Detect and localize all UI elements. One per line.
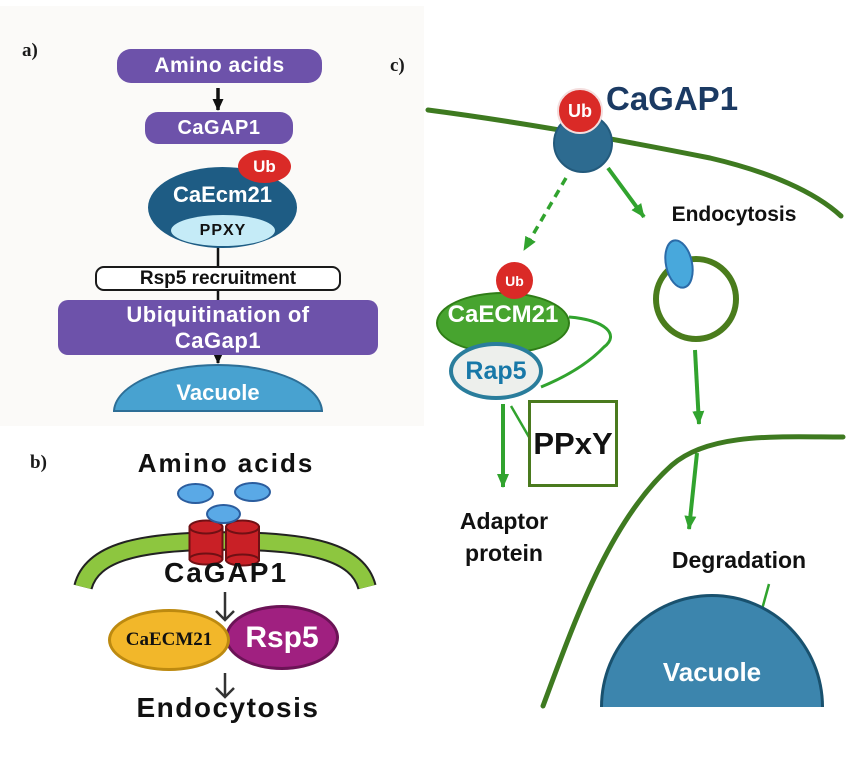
- ppxy-interaction-curve: [540, 315, 612, 389]
- plasma-membrane-c: [425, 107, 844, 219]
- endocytic-vesicle-circle: [653, 256, 739, 342]
- cagap1-box-a: CaGAP1: [145, 112, 293, 144]
- ppxy-connector-line: [509, 405, 531, 438]
- cagap1-title-c: CaGAP1: [606, 80, 739, 117]
- caecm21-label-c: CaECM21: [447, 301, 559, 328]
- adaptor-line1: Adaptor: [459, 508, 549, 534]
- cagap1-label-b: CaGAP1: [163, 557, 289, 588]
- caecm21-label-a: CaEcm21: [172, 182, 273, 207]
- amino-acid-dot-2: [234, 482, 271, 502]
- arrow-to-endocytosis: [606, 166, 646, 219]
- transporter-cylinders: [188, 519, 260, 567]
- amino-acid-dot-1: [177, 483, 214, 504]
- rsp5-recruitment-box: Rsp5 recruitment: [95, 266, 341, 291]
- arrow-cagap1-to-complex: [215, 592, 235, 622]
- panel-b-label: b): [30, 452, 47, 473]
- ub-badge-membrane-c: Ub: [557, 88, 603, 134]
- panel-c-label: c): [390, 55, 405, 76]
- degradation-label-c: Degradation: [671, 546, 807, 573]
- panel-a-label: a): [22, 40, 38, 61]
- ubiquitination-line2: CaGap1: [174, 327, 262, 353]
- vacuolar-membrane-c: [540, 434, 846, 709]
- vacuole-dome-a: Vacuole: [113, 364, 323, 412]
- amino-acids-box-a: Amino acids: [117, 49, 322, 83]
- arrow-to-degradation: [684, 452, 699, 530]
- arrow-dashed-to-complex: [522, 177, 568, 251]
- caecm21-ellipse-b: CaECM21: [108, 609, 230, 671]
- ub-badge-a: Ub: [238, 150, 291, 183]
- endocytosis-label-c: Endocytosis: [671, 203, 797, 226]
- arrow-complex-to-endocytosis: [215, 673, 235, 699]
- adaptor-line2: protein: [465, 540, 543, 566]
- ubiquitination-line1: Ubiquitination of: [126, 301, 310, 327]
- ppxy-ellipse-a: PPXY: [171, 215, 275, 246]
- endocytosis-label-b: Endocytosis: [136, 692, 320, 723]
- cargo-ellipse: [664, 239, 694, 289]
- amino-acids-label-b: Amino acids: [137, 447, 315, 478]
- ppxy-box-c: PPxY: [528, 400, 618, 487]
- rap5-ellipse-c: Rap5: [449, 342, 543, 400]
- arrow-vesicle-to-membrane: [692, 349, 705, 425]
- rsp5-ellipse-b: Rsp5: [225, 605, 339, 670]
- amino-acid-dot-3: [206, 504, 241, 524]
- ub-badge-complex-c: Ub: [496, 262, 533, 299]
